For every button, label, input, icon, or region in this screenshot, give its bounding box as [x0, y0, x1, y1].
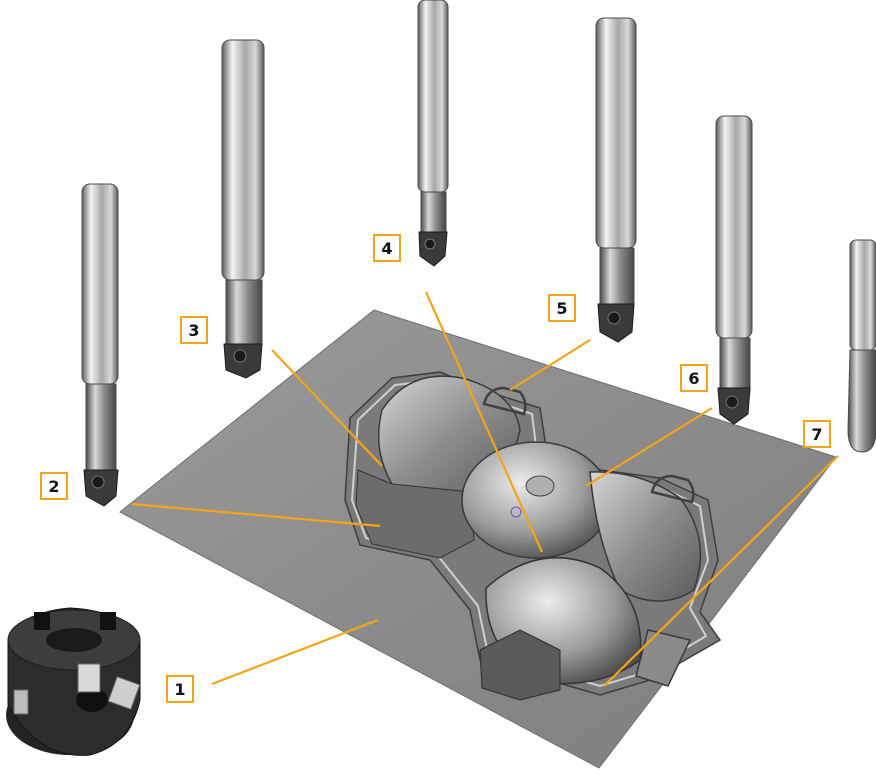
leader-line-1 — [211, 618, 379, 686]
end-mill-tool-icon — [595, 17, 637, 343]
callout-7: 7 — [803, 420, 831, 448]
callout-5: 5 — [548, 294, 576, 322]
end-mill-tool-icon — [417, 0, 449, 267]
callout-3: 3 — [180, 316, 208, 344]
leader-line-2 — [131, 502, 381, 528]
leader-line-3 — [271, 349, 383, 467]
callout-2: 2 — [40, 472, 68, 500]
face-mill-cutter-icon — [6, 607, 141, 756]
callout-4: 4 — [373, 234, 401, 262]
leader-line-7 — [603, 455, 839, 687]
end-mill-tool-icon — [715, 115, 753, 425]
callout-6: 6 — [680, 364, 708, 392]
callout-1: 1 — [166, 675, 194, 703]
ball-nose-tool-icon — [847, 239, 876, 453]
leader-line-5 — [509, 339, 591, 391]
leader-line-6 — [585, 407, 713, 487]
leader-line-4 — [424, 291, 544, 553]
end-mill-tool-icon — [221, 39, 265, 379]
leader-lines — [131, 291, 839, 687]
machined-part — [344, 371, 722, 701]
end-mill-tool-icon — [81, 183, 119, 507]
